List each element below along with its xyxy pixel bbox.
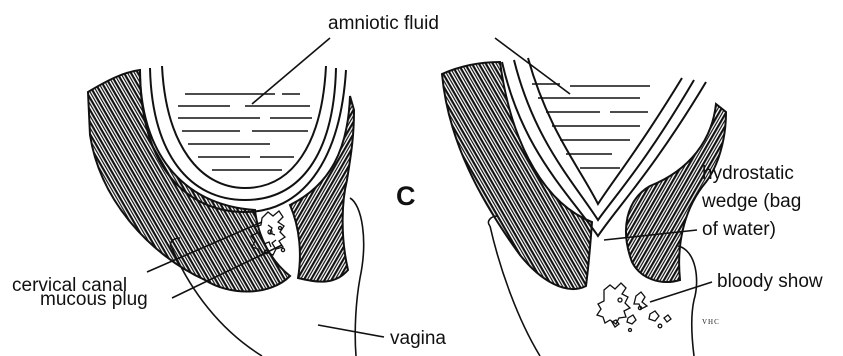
leader-amniotic-right	[495, 38, 570, 94]
right-uterine-wall-left	[442, 62, 592, 289]
artist-signature: VHC	[702, 318, 720, 326]
right-panel	[442, 38, 726, 356]
left-uterine-wall-left	[88, 70, 290, 292]
right-vaginal-wall-right	[678, 246, 697, 356]
left-fluid-lines	[178, 94, 312, 170]
label-amniotic-fluid: amniotic fluid	[328, 12, 439, 36]
leader-bloody-show	[650, 282, 712, 302]
label-mucous-plug: mucous plug	[40, 288, 148, 312]
label-hydrostatic-line2: wedge (bag	[702, 190, 801, 214]
label-bloody-show: bloody show	[717, 270, 823, 294]
label-vagina: vagina	[390, 327, 446, 351]
right-bloody-show	[597, 283, 671, 332]
label-hydrostatic-line1: hydrostatic	[702, 162, 794, 186]
label-hydrostatic-line3: of water)	[702, 218, 776, 242]
panel-letter: C	[396, 181, 416, 212]
leader-vagina	[318, 325, 384, 337]
left-cervix-right-lip	[290, 96, 354, 282]
